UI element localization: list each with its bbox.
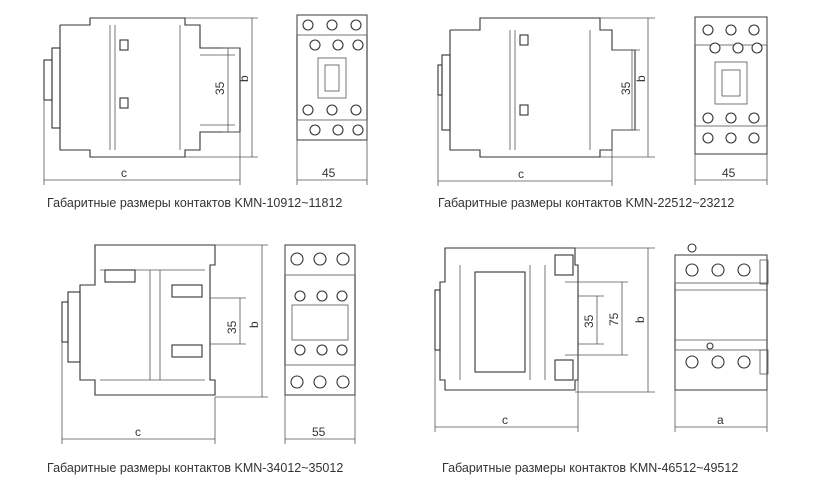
- diagram-3-mount-label: 35: [225, 320, 239, 334]
- diagram-1-mount-label: 35: [213, 81, 227, 95]
- diagram-1-front-view: [296, 14, 368, 185]
- diagram-4-mount-label: 35: [582, 314, 596, 328]
- diagram-2-caption: Габаритные размеры контактов KMN-22512~2…: [438, 196, 735, 210]
- diagram-3-width-label: c: [135, 425, 141, 439]
- diagram-1-caption: Габаритные размеры контактов KMN-10912~1…: [47, 196, 343, 210]
- diagram-4-caption: Габаритные размеры контактов KMN-46512~4…: [442, 461, 739, 475]
- diagram-4-height-label: b: [633, 316, 647, 323]
- diagram-1-width-label: c: [121, 166, 127, 180]
- diagram-1-face-width-label: 45: [322, 166, 336, 180]
- diagram-2-width-label: c: [518, 167, 524, 181]
- diagram-2-side-view: [437, 17, 655, 186]
- diagram-4-width-label: c: [502, 413, 508, 427]
- diagram-2-front-view: [694, 16, 768, 185]
- diagram-4-mount2-label: 75: [607, 312, 621, 326]
- diagram-4-front-view: [674, 243, 769, 432]
- diagram-3-face-width-label: 55: [312, 425, 326, 439]
- diagram-1-height-label: b: [237, 75, 251, 82]
- diagram-4-side-view: [434, 247, 655, 432]
- diagram-3-side-view: [61, 244, 268, 444]
- diagram-1-side-view: [43, 17, 258, 185]
- diagram-2-height-label: b: [634, 75, 648, 82]
- diagram-3-caption: Габаритные размеры контактов KMN-34012~3…: [47, 461, 344, 475]
- diagram-3-front-view: [284, 244, 356, 444]
- diagram-2-mount-label: 35: [619, 81, 633, 95]
- diagram-4-face-width-label: a: [717, 413, 724, 427]
- diagram-2-face-width-label: 45: [722, 166, 736, 180]
- diagram-3-height-label: b: [247, 321, 261, 328]
